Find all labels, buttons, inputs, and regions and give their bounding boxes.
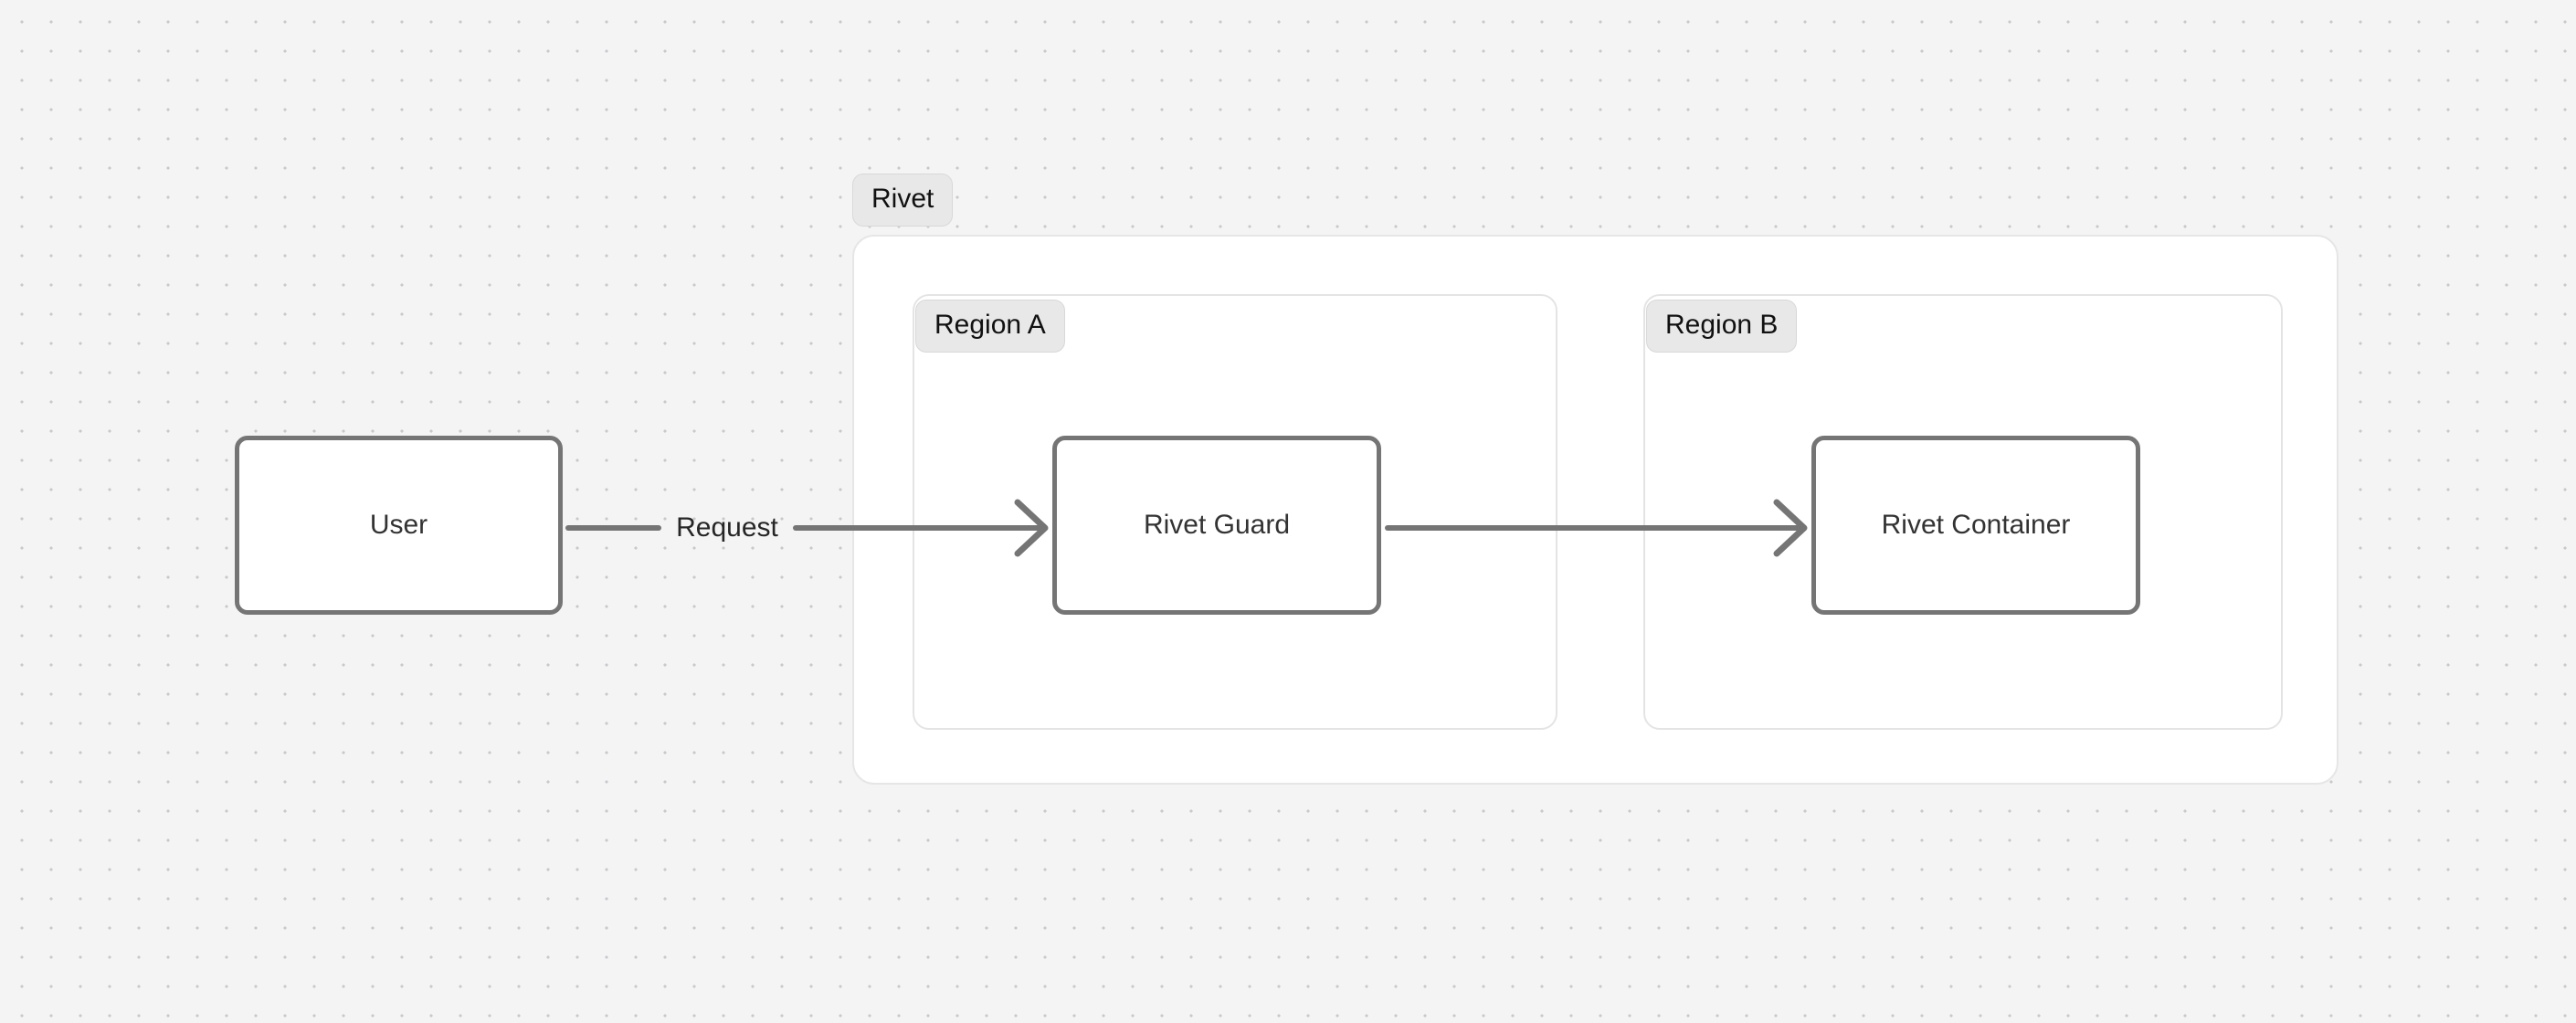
node-rivet-container[interactable]: Rivet Container (1811, 436, 2140, 615)
node-user-label: User (369, 510, 428, 540)
group-label-rivet[interactable]: Rivet (852, 174, 954, 227)
node-rivet-container-label: Rivet Container (1881, 510, 2071, 540)
group-region-b[interactable] (1643, 294, 2283, 730)
node-rivet-guard-label: Rivet Guard (1143, 510, 1291, 540)
edge-label-request: Request (676, 512, 778, 543)
node-rivet-guard[interactable]: Rivet Guard (1052, 436, 1381, 615)
group-region-a[interactable] (913, 294, 1557, 730)
group-label-region-b[interactable]: Region B (1646, 300, 1798, 353)
group-label-region-a[interactable]: Region A (915, 300, 1065, 353)
node-user[interactable]: User (235, 436, 563, 615)
